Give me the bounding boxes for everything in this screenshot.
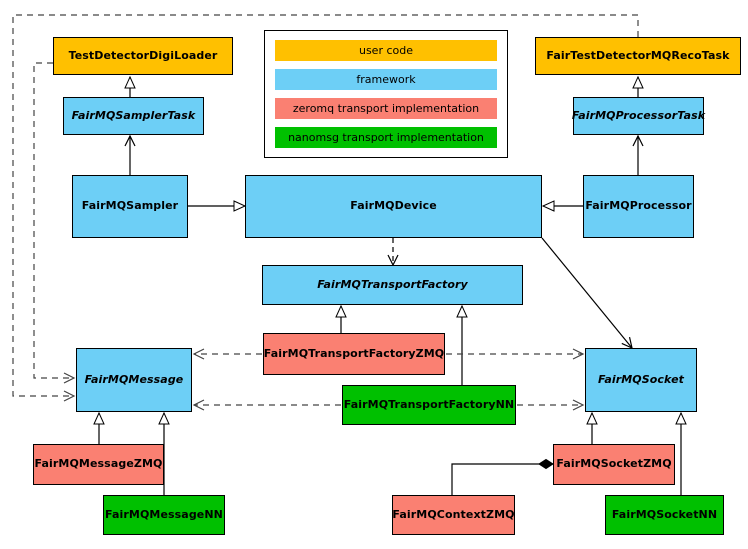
class-label: FairMQSampler bbox=[81, 199, 179, 213]
class-label: FairMQProcessor bbox=[585, 199, 692, 213]
class-label: FairMQSocketNN bbox=[611, 507, 718, 521]
class-box-fairmqmessagenn[interactable]: FairMQMessageNN bbox=[103, 495, 225, 535]
class-label: FairMQSocket bbox=[597, 372, 684, 386]
class-box-fairmqdevice[interactable]: FairMQDevice bbox=[245, 175, 542, 238]
class-label: FairMQTransportFactory bbox=[317, 277, 468, 291]
class-box-fairtestdetectormqrecotask[interactable]: FairTestDetectorMQRecoTask bbox=[535, 37, 741, 75]
legend-item-user-code: user code bbox=[275, 40, 497, 61]
class-box-fairmqsocketzmq[interactable]: FairMQSocketZMQ bbox=[553, 444, 675, 485]
class-label: FairMQMessage bbox=[84, 372, 184, 386]
class-label: FairMQMessageNN bbox=[105, 507, 223, 521]
legend-label: nanomsg transport implementation bbox=[288, 131, 484, 144]
class-box-fairmqtransportfactorynn[interactable]: FairMQTransportFactoryNN bbox=[342, 385, 516, 425]
class-box-fairmqcontextzmq[interactable]: FairMQContextZMQ bbox=[392, 495, 515, 535]
class-box-fairmqsocket[interactable]: FairMQSocket bbox=[585, 348, 697, 412]
class-label: FairTestDetectorMQRecoTask bbox=[546, 48, 730, 62]
class-box-fairmqprocessor[interactable]: FairMQProcessor bbox=[583, 175, 694, 238]
class-label: FairMQDevice bbox=[350, 199, 437, 213]
class-box-fairmqmessagezmq[interactable]: FairMQMessageZMQ bbox=[33, 444, 164, 485]
legend-item-zeromq: zeromq transport implementation bbox=[275, 98, 497, 119]
edge-device-to-socket bbox=[541, 237, 633, 350]
class-label: FairMQSamplerTask bbox=[71, 108, 196, 122]
class-label: FairMQProcessorTask bbox=[571, 108, 706, 122]
legend-label: zeromq transport implementation bbox=[292, 102, 480, 115]
class-box-testdetectordigiloader[interactable]: TestDetectorDigiLoader bbox=[53, 37, 233, 75]
legend-label: framework bbox=[356, 73, 416, 86]
class-label: FairMQTransportFactoryZMQ bbox=[263, 346, 445, 360]
class-box-fairmqsampler[interactable]: FairMQSampler bbox=[72, 175, 188, 238]
class-box-fairmqtransportfactoryzmq[interactable]: FairMQTransportFactoryZMQ bbox=[263, 333, 445, 375]
legend-panel: user code framework zeromq transport imp… bbox=[264, 30, 508, 158]
class-label: FairMQSocketZMQ bbox=[556, 457, 672, 471]
class-label: FairMQMessageZMQ bbox=[34, 457, 163, 471]
class-label: TestDetectorDigiLoader bbox=[68, 48, 218, 62]
class-box-fairmqsocketnn[interactable]: FairMQSocketNN bbox=[605, 495, 724, 535]
class-box-fairmqmessage[interactable]: FairMQMessage bbox=[76, 348, 192, 412]
edge-socketzmq-composes-contextzmq bbox=[451, 458, 554, 495]
class-box-fairmqtransportfactory[interactable]: FairMQTransportFactory bbox=[262, 265, 523, 305]
legend-item-nanomsg: nanomsg transport implementation bbox=[275, 127, 497, 148]
legend-item-framework: framework bbox=[275, 69, 497, 90]
class-label: FairMQContextZMQ bbox=[392, 507, 515, 521]
class-box-fairmqsamplertask[interactable]: FairMQSamplerTask bbox=[63, 97, 204, 135]
class-box-fairmqprocessortask[interactable]: FairMQProcessorTask bbox=[571, 97, 706, 135]
legend-label: user code bbox=[358, 44, 414, 57]
class-label: FairMQTransportFactoryNN bbox=[343, 397, 515, 411]
